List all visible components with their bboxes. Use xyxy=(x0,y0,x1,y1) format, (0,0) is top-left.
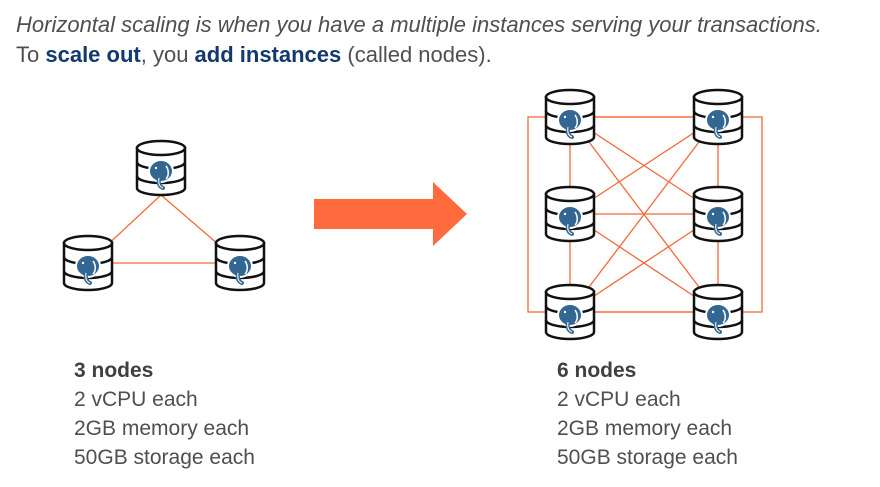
db-node-left-bottom-right xyxy=(214,234,266,292)
right-cluster-caption: 6 nodes 2 vCPU each 2GB memory each 50GB… xyxy=(557,356,738,472)
db-node-right-3 xyxy=(544,185,596,243)
right-cluster-cpu: 2 vCPU each xyxy=(557,388,681,411)
arrow-right-icon xyxy=(314,182,467,246)
right-cluster-memory: 2GB memory each xyxy=(557,417,733,440)
right-cluster-title: 6 nodes xyxy=(557,359,637,382)
headline: Horizontal scaling is when you have a mu… xyxy=(16,12,822,37)
db-node-right-6 xyxy=(692,283,744,341)
left-cluster-storage: 50GB storage each xyxy=(74,446,255,469)
left-cluster-title: 3 nodes xyxy=(74,359,154,382)
db-node-left-bottom-left xyxy=(62,234,114,292)
emphasis-scale-out: scale out xyxy=(45,42,141,67)
subheadline: To scale out, you add instances (called … xyxy=(16,42,492,67)
left-cluster-cpu: 2 vCPU each xyxy=(74,388,198,411)
db-node-right-5 xyxy=(544,283,596,341)
db-node-left-top xyxy=(135,139,187,197)
left-cluster-memory: 2GB memory each xyxy=(74,417,250,440)
right-cluster-storage: 50GB storage each xyxy=(557,446,738,469)
db-node-right-2 xyxy=(692,88,744,146)
db-node-right-4 xyxy=(692,185,744,243)
left-cluster-caption: 3 nodes 2 vCPU each 2GB memory each 50GB… xyxy=(74,356,255,472)
db-node-right-1 xyxy=(544,88,596,146)
emphasis-add-instances: add instances xyxy=(194,42,342,67)
